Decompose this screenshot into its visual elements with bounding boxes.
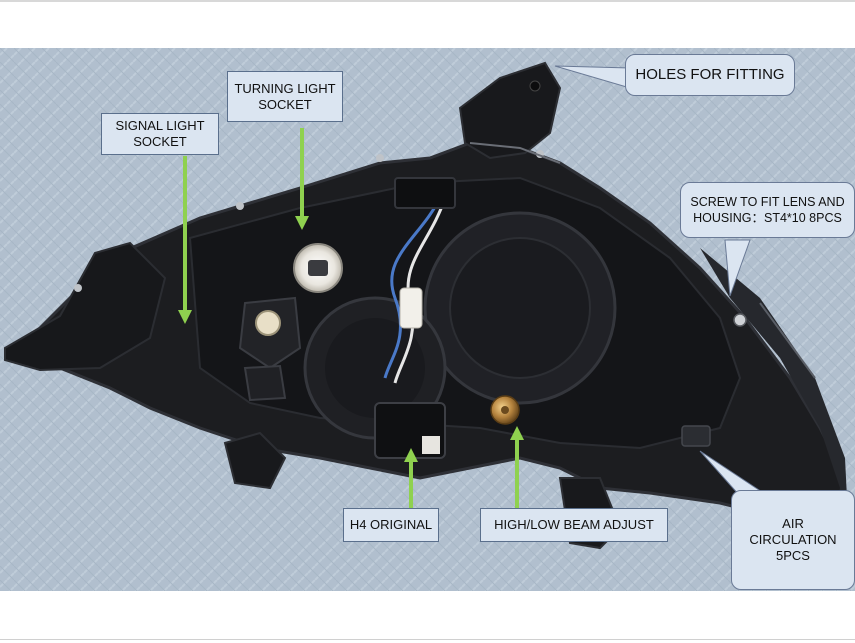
h4-original-label: H4 ORIGINAL	[343, 508, 439, 542]
top-divider	[0, 0, 855, 2]
headlight-photo	[0, 48, 855, 591]
screw-to-fit-label: SCREW TO FIT LENS AND HOUSING：ST4*10 8PC…	[680, 182, 855, 238]
air-vent	[681, 425, 711, 447]
high-low-beam-adjust-label: HIGH/LOW BEAM ADJUST	[480, 508, 668, 542]
signal-light-socket-label: SIGNAL LIGHT SOCKET	[101, 113, 219, 155]
holes-for-fitting-label: HOLES FOR FITTING	[625, 54, 795, 96]
inline-connector	[399, 287, 423, 329]
wiring-blue	[383, 197, 442, 379]
turning-light-socket-label: TURNING LIGHT SOCKET	[227, 71, 343, 122]
screw-bubble-tail	[724, 239, 751, 297]
bottom-divider	[0, 639, 855, 640]
air-circulation-label: AIR CIRCULATION 5PCS	[731, 490, 855, 590]
